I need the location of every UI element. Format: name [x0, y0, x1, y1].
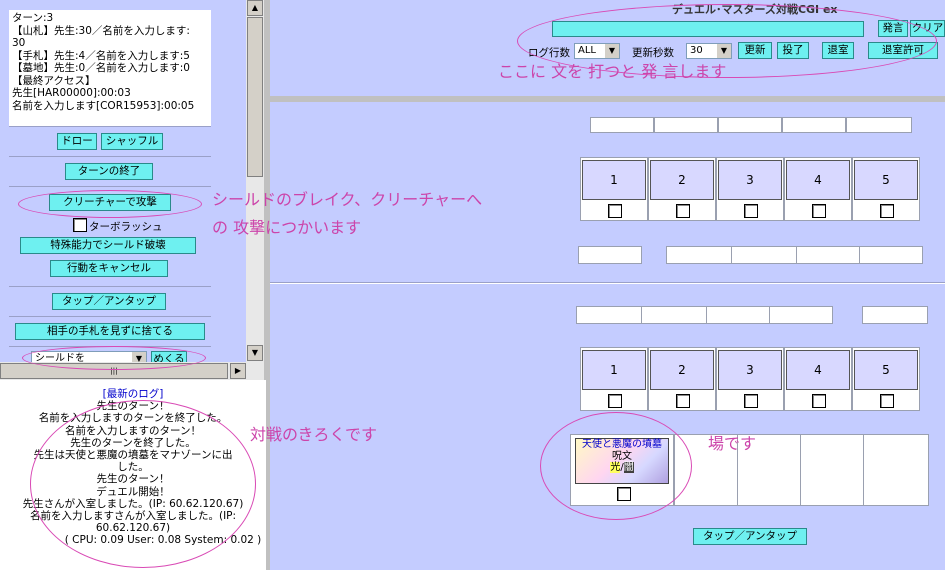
- log-title[interactable]: [最新のログ]: [102, 388, 164, 400]
- shield-checkbox[interactable]: [676, 394, 690, 408]
- opponent-hand-slot: [718, 117, 782, 133]
- tap-untap-button[interactable]: タップ／アンタップ: [52, 293, 166, 310]
- discard-blind-button[interactable]: 相手の手札を見ずに捨てる: [15, 323, 205, 340]
- status-line: 【手札】先生:4／名前を入力します:5: [12, 49, 190, 62]
- status-line: 30: [12, 37, 26, 49]
- field-tap-untap-button[interactable]: タップ／アンタップ: [693, 528, 807, 545]
- opponent-shield-card[interactable]: 1: [582, 160, 646, 200]
- shield-checkbox[interactable]: [744, 204, 758, 218]
- field-divider: [270, 282, 945, 284]
- opponent-hand-slot: [782, 117, 846, 133]
- opponent-hand-slot: [590, 117, 654, 133]
- left-vertical-scrollbar[interactable]: ▲ ▼: [246, 0, 264, 362]
- opponent-mana-slot: [796, 246, 860, 264]
- player-shield-cell: 2: [648, 347, 716, 411]
- opponent-shield-card[interactable]: 2: [650, 160, 714, 200]
- turbo-rush-label: ターボラッシュ: [89, 221, 163, 233]
- opponent-shield-card[interactable]: 4: [786, 160, 850, 200]
- player-shield-cell: 1: [580, 347, 648, 411]
- player-deck-slot: [862, 306, 928, 324]
- player-shield-card[interactable]: 5: [854, 350, 918, 390]
- player-shield-cell: 5: [852, 347, 920, 411]
- shield-checkbox[interactable]: [880, 204, 894, 218]
- draw-section: ドロー シャッフル: [9, 126, 211, 156]
- annotation-ellipse: [30, 400, 256, 568]
- opponent-hand-slot: [654, 117, 718, 133]
- left-control-frame: ターン:3 【山札】先生:30／名前を入力します: 30 【手札】先生:4／名前…: [0, 0, 246, 362]
- player-mana-slot: [576, 306, 642, 324]
- annotation-ellipse: [540, 412, 692, 520]
- player-mana-slot: [769, 306, 833, 324]
- attack-annotation-line-2: の 攻撃につかいます: [212, 218, 362, 237]
- attack-annotation-line-1: シールドのブレイク、クリーチャーへ: [212, 190, 483, 209]
- discard-section: 相手の手札を見ずに捨てる: [9, 316, 211, 346]
- opponent-shield-card[interactable]: 3: [718, 160, 782, 200]
- status-line: 名前を入力します[COR15953]:00:05: [12, 99, 195, 112]
- opponent-mana-slot: [666, 246, 732, 264]
- scroll-right-icon[interactable]: ▶: [230, 363, 246, 379]
- shield-checkbox[interactable]: [676, 204, 690, 218]
- game-status-box: ターン:3 【山札】先生:30／名前を入力します: 30 【手札】先生:4／名前…: [9, 10, 211, 126]
- opponent-mana-slot: [731, 246, 797, 264]
- tap-section: タップ／アンタップ: [9, 286, 211, 316]
- shield-checkbox[interactable]: [812, 394, 826, 408]
- end-turn-section: ターンの終了: [9, 156, 211, 186]
- frame-divider[interactable]: [270, 96, 945, 102]
- log-annotation: 対戦のきろくです: [250, 425, 378, 444]
- player-shield-card[interactable]: 4: [786, 350, 850, 390]
- status-line: 【墓地】先生:0／名前を入力します:0: [12, 62, 190, 74]
- opponent-shield-cell: 4: [784, 157, 852, 221]
- scroll-down-icon[interactable]: ▼: [247, 345, 263, 361]
- opponent-shield-cell: 3: [716, 157, 784, 221]
- status-line: 先生[HAR00000]:00:03: [12, 87, 131, 99]
- player-mana-slot: [706, 306, 770, 324]
- battle-zone-cell: [863, 434, 929, 506]
- player-shield-cell: 3: [716, 347, 784, 411]
- end-turn-button[interactable]: ターンの終了: [65, 163, 153, 180]
- shield-checkbox[interactable]: [812, 204, 826, 218]
- shuffle-button[interactable]: シャッフル: [101, 133, 163, 150]
- annotation-ellipse: [517, 4, 937, 78]
- opponent-deck-slot: [578, 246, 642, 264]
- player-mana-slot: [641, 306, 707, 324]
- annotation-ellipse: [18, 190, 202, 218]
- opponent-shield-cell: 1: [580, 157, 648, 221]
- shield-checkbox[interactable]: [880, 394, 894, 408]
- player-shield-cell: 4: [784, 347, 852, 411]
- scroll-up-icon[interactable]: ▲: [247, 0, 263, 16]
- status-line: 【最終アクセス】: [12, 74, 96, 87]
- special-break-button[interactable]: 特殊能力でシールド破壊: [20, 237, 196, 254]
- frame-divider[interactable]: [264, 0, 270, 570]
- opponent-shield-cell: 2: [648, 157, 716, 221]
- cancel-action-button[interactable]: 行動をキャンセル: [50, 260, 168, 277]
- status-line: ターン:3: [12, 12, 54, 24]
- shield-checkbox[interactable]: [744, 394, 758, 408]
- opponent-shield-card[interactable]: 5: [854, 160, 918, 200]
- opponent-mana-slot: [859, 246, 923, 264]
- status-line: 【山札】先生:30／名前を入力します:: [12, 24, 190, 37]
- battle-zone-cell: [800, 434, 864, 506]
- draw-button[interactable]: ドロー: [57, 133, 97, 150]
- shield-checkbox[interactable]: [608, 394, 622, 408]
- say-annotation: ここに 文を 打つと 発 言します: [498, 62, 727, 81]
- shield-checkbox[interactable]: [608, 204, 622, 218]
- player-shield-card[interactable]: 2: [650, 350, 714, 390]
- player-shield-card[interactable]: 1: [582, 350, 646, 390]
- opponent-shield-cell: 5: [852, 157, 920, 221]
- scroll-thumb[interactable]: [247, 17, 263, 177]
- turbo-rush-checkbox[interactable]: [73, 218, 87, 232]
- field-annotation: 場です: [708, 434, 757, 453]
- opponent-hand-slot: [846, 117, 912, 133]
- annotation-ellipse: [22, 346, 206, 370]
- player-shield-card[interactable]: 3: [718, 350, 782, 390]
